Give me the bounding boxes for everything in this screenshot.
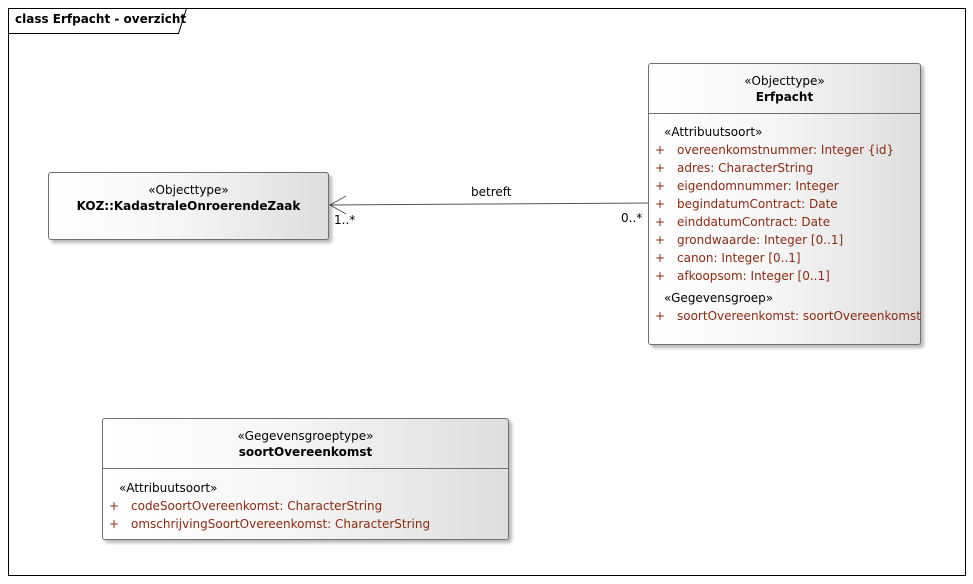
attribute-text: begindatumContract: Date xyxy=(677,197,838,211)
attribute-text: codeSoortOvereenkomst: CharacterString xyxy=(131,499,383,513)
section-stereotype: «Attribuutsoort» xyxy=(664,125,763,139)
association-arrowhead xyxy=(328,195,347,215)
attribute-text: grondwaarde: Integer [0..1] xyxy=(677,233,844,247)
visibility-marker: + xyxy=(655,215,666,229)
target-multiplicity: 1..* xyxy=(334,213,356,227)
class-erfpacht[interactable]: «Objecttype» Erfpacht «Attribuutsoort» +… xyxy=(648,63,921,345)
visibility-marker: + xyxy=(109,517,120,531)
class-kadastrale-onroerende-zaak[interactable]: «Objecttype» KOZ::KadastraleOnroerendeZa… xyxy=(48,172,329,240)
class-name: KOZ::KadastraleOnroerendeZaak xyxy=(76,199,301,213)
source-multiplicity: 0..* xyxy=(621,211,643,225)
visibility-marker: + xyxy=(655,161,666,175)
visibility-marker: + xyxy=(655,179,666,193)
visibility-marker: + xyxy=(655,269,666,283)
attribute-compartment: «Attribuutsoort» + overeenkomstnummer: In… xyxy=(649,114,921,346)
association-line xyxy=(329,202,649,206)
visibility-marker: + xyxy=(655,251,666,265)
visibility-marker: + xyxy=(655,197,666,211)
attribute-text: einddatumContract: Date xyxy=(677,215,831,229)
visibility-marker: + xyxy=(655,309,666,323)
visibility-marker: + xyxy=(655,233,666,247)
class-header: «Objecttype» KOZ::KadastraleOnroerendeZa… xyxy=(49,173,328,214)
class-stereotype: «Gegevensgroeptype» xyxy=(237,429,374,443)
class-stereotype: «Objecttype» xyxy=(744,74,825,88)
class-header: «Gegevensgroeptype» soortOvereenkomst xyxy=(103,419,508,468)
attribute-text: omschrijvingSoortOvereenkomst: Character… xyxy=(131,517,431,531)
section-stereotype: «Attribuutsoort» xyxy=(119,481,218,495)
frame-tab xyxy=(8,8,187,34)
compartment-divider xyxy=(103,468,508,469)
attribute-text: soortOvereenkomst: soortOvereenkomst xyxy=(677,309,921,323)
compartment-divider xyxy=(649,113,920,114)
class-stereotype: «Objecttype» xyxy=(148,183,229,197)
attribute-text: overeenkomstnummer: Integer {id} xyxy=(677,143,895,157)
attribute-compartment: «Attribuutsoort» + codeSoortOvereenkomst:… xyxy=(103,469,508,539)
visibility-marker: + xyxy=(655,143,666,157)
class-soort-overeenkomst[interactable]: «Gegevensgroeptype» soortOvereenkomst «A… xyxy=(102,418,509,540)
diagram-title: class Erfpacht - overzicht xyxy=(15,12,187,26)
class-name: Erfpacht xyxy=(755,90,814,104)
section-stereotype: «Gegevensgroep» xyxy=(664,291,774,305)
association-label: betreft xyxy=(471,185,512,199)
class-header: «Objecttype» Erfpacht xyxy=(649,64,920,113)
attribute-text: eigendomnummer: Integer xyxy=(677,179,839,193)
visibility-marker: + xyxy=(109,499,120,513)
attribute-text: canon: Integer [0..1] xyxy=(677,251,801,265)
attribute-text: adres: CharacterString xyxy=(677,161,814,175)
class-name: soortOvereenkomst xyxy=(238,445,373,459)
attribute-text: afkoopsom: Integer [0..1] xyxy=(677,269,830,283)
